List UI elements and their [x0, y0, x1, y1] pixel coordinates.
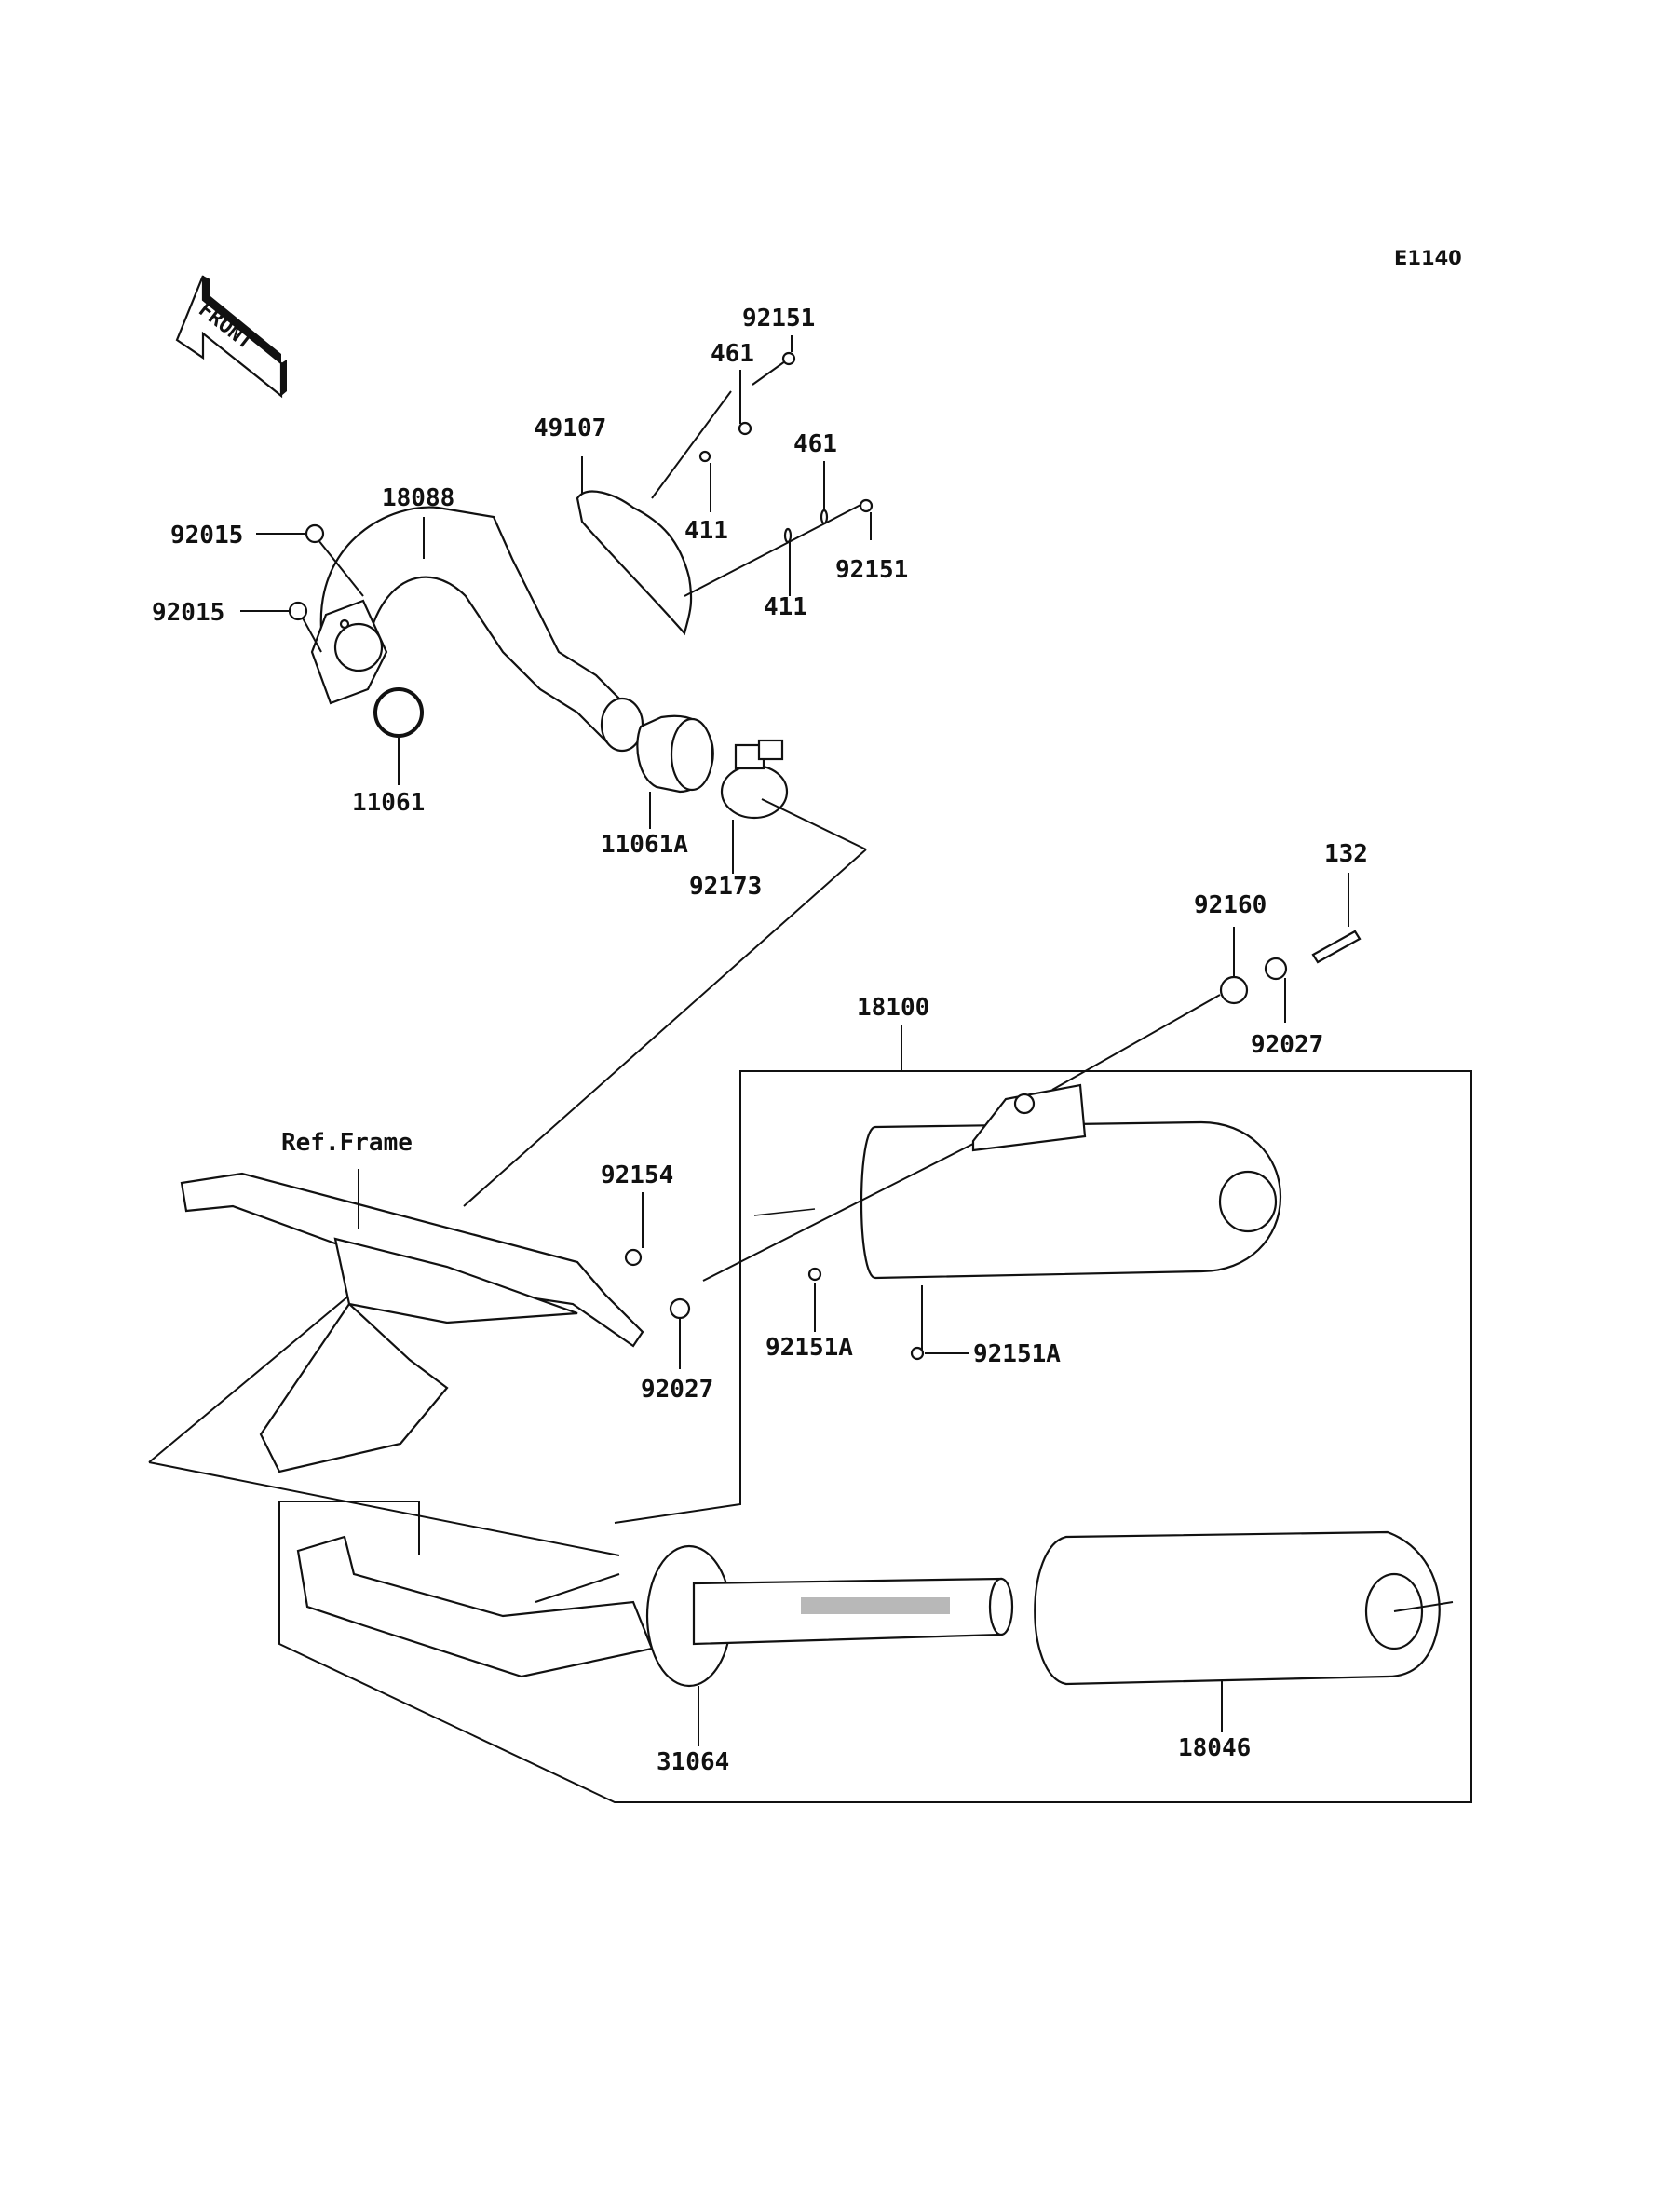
bolt-92151-icon	[781, 351, 796, 366]
part-label-92151[interactable]: 92151	[742, 305, 815, 333]
header-pipe-18088	[310, 506, 644, 753]
part-label-49107[interactable]: 49107	[534, 414, 606, 442]
part-label-92015[interactable]: 92015	[170, 522, 243, 550]
part-label-92160[interactable]: 92160	[1194, 891, 1267, 919]
part-label-92154[interactable]: 92154	[601, 1161, 673, 1189]
part-label-411-b[interactable]: 411	[764, 593, 807, 621]
part-label-18046[interactable]: 18046	[1178, 1734, 1251, 1762]
frame-reference	[180, 1172, 644, 1473]
clamp-92173	[720, 739, 789, 820]
heat-shield-49107	[576, 490, 693, 636]
grommet-92160-icon	[1219, 975, 1249, 1005]
part-label-132[interactable]: 132	[1324, 840, 1368, 868]
part-label-92027-b[interactable]: 92027	[641, 1376, 713, 1404]
part-label-31064[interactable]: 31064	[657, 1748, 729, 1776]
diagram-code: E1140	[1394, 247, 1462, 269]
bolt-92151-icon-2	[859, 498, 874, 513]
bolt-132-icon	[1311, 930, 1362, 964]
bolt-92151A-icon	[807, 1267, 822, 1282]
front-arrow-icon: FRONT	[175, 275, 287, 399]
part-label-11061A[interactable]: 11061A	[601, 831, 688, 859]
part-label-411[interactable]: 411	[684, 517, 728, 545]
collar-461-icon-2	[820, 509, 829, 525]
gasket-11061	[373, 687, 424, 738]
part-label-92151A[interactable]: 92151A	[765, 1334, 853, 1362]
part-label-92027[interactable]: 92027	[1251, 1031, 1323, 1059]
nut-92015-icon	[305, 523, 325, 544]
collar-461-icon	[738, 421, 752, 436]
part-label-18088[interactable]: 18088	[382, 484, 454, 512]
sleeve-11061A	[636, 714, 714, 794]
tailpipe-31064	[296, 1535, 1014, 1688]
nut-92015-icon-2	[288, 601, 308, 621]
part-label-461-b[interactable]: 461	[793, 430, 837, 458]
part-label-461[interactable]: 461	[711, 340, 754, 368]
ref-frame-label: Ref.Frame	[281, 1129, 413, 1157]
silencer-shell-18046	[1034, 1530, 1441, 1686]
collar-92027-icon-2	[669, 1297, 691, 1320]
part-label-92151-b[interactable]: 92151	[835, 556, 908, 584]
collar-92027-icon	[1264, 957, 1288, 981]
washer-411-icon-2	[783, 527, 793, 544]
part-label-18100[interactable]: 18100	[857, 994, 929, 1022]
bolt-92151A-icon-2	[910, 1346, 925, 1361]
part-label-92015-b[interactable]: 92015	[152, 599, 224, 627]
bolt-92154-icon	[624, 1248, 643, 1267]
washer-411-icon	[698, 450, 711, 463]
muffler-18100	[860, 1083, 1282, 1280]
part-label-92173[interactable]: 92173	[689, 873, 762, 901]
part-label-11061[interactable]: 11061	[352, 789, 425, 817]
part-label-92151A-b[interactable]: 92151A	[973, 1340, 1061, 1368]
